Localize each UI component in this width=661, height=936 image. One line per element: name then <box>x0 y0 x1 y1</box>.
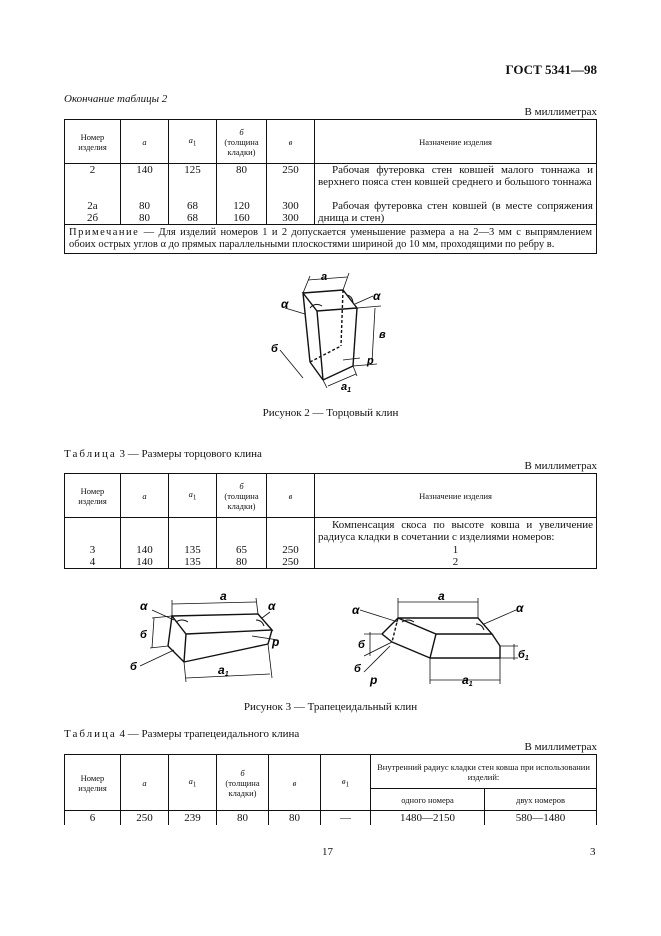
col-a: а <box>120 754 169 811</box>
label-b: б <box>140 629 148 641</box>
figure-3-caption: Рисунок 3 — Трапецеидальный клин <box>243 701 418 713</box>
figure-3-trapezoidal-wedge-right: а α α б б1 б р а1 <box>352 589 529 688</box>
figure-2-caption: Рисунок 2 — Торцовый клин <box>262 407 399 419</box>
table-note-row: Примечание — Для изделий номеров 1 и 2 д… <box>64 224 597 254</box>
label-a1: а1 <box>341 381 351 393</box>
table2-unit: В миллиметрах <box>524 106 597 118</box>
label-a: а <box>220 589 227 603</box>
col-b: б(толщина кладки) <box>216 119 267 164</box>
label-alpha: α <box>140 599 148 613</box>
label-alpha: α <box>268 599 276 613</box>
table-row: 2 140 125 80 250 Рабочая футеровка стен … <box>64 163 597 200</box>
label-b1: б1 <box>518 649 529 662</box>
table-row: 2а 80 68 120 300 Рабочая футеровка стен … <box>64 200 597 225</box>
col-a: а <box>120 473 169 518</box>
label-p: р <box>271 635 279 649</box>
table-3: Номер изделия а а1 б(толщина кладки) в Н… <box>64 473 597 569</box>
table-row: 3 140 135 65 250 1 <box>64 544 597 556</box>
page-number-center: 17 <box>322 846 333 858</box>
label-a1: а1 <box>218 663 229 678</box>
table4-unit: В миллиметрах <box>524 741 597 753</box>
purpose-text: Рабочая футеровка стен ковшей (в месте с… <box>314 200 597 225</box>
col-b: б(толщина кладки) <box>216 473 267 518</box>
col-v1: в1 <box>320 754 371 811</box>
figure-2-end-wedge: а α α в б р а1 <box>271 271 386 393</box>
table-header-row: Номер изделия а а1 б(толщина кладки) в Н… <box>64 473 597 518</box>
label-b: б <box>358 639 366 651</box>
label-a: а <box>321 271 327 283</box>
col-v: в <box>266 119 315 164</box>
col-b: б(толщина кладки) <box>216 754 269 811</box>
col-a1: а1 <box>168 754 217 811</box>
label-b: б <box>271 343 279 355</box>
standard-number: ГОСТ 5341—98 <box>505 62 597 77</box>
table-row: Компенсация скоса по высоте ковша и увел… <box>64 517 597 544</box>
table-2: Номер изделия а а1 б(толщина кладки) в Н… <box>64 119 597 254</box>
table-row: 4 140 135 80 250 2 <box>64 556 597 569</box>
col-a1: а1 <box>168 119 217 164</box>
purpose-text: Компенсация скоса по высоте ковша и увел… <box>314 517 597 544</box>
table3-unit: В миллиметрах <box>524 460 597 472</box>
label-b: б <box>130 661 138 673</box>
col-number: Номер изделия <box>64 473 121 518</box>
table-4: Номер изделия а а1 б(толщина кладки) в в… <box>64 754 597 825</box>
table-3-title: Таблица 3 — Размеры торцового клина <box>64 448 262 460</box>
label-v: в <box>379 329 386 341</box>
table-header-row: Номер изделия а а1 б(толщина кладки) в в… <box>64 754 597 811</box>
label-a1: а1 <box>462 673 473 688</box>
table-note: Примечание — Для изделий номеров 1 и 2 д… <box>64 224 597 254</box>
label-b: б <box>354 663 362 675</box>
col-a: а <box>120 119 169 164</box>
col-v: в <box>266 473 315 518</box>
page-number-right: 3 <box>590 846 596 858</box>
col-two-numbers: двух номеров <box>484 788 597 811</box>
table-4-title: Таблица 4 — Размеры трапецеидального кли… <box>64 728 300 740</box>
col-purpose: Назначение изделия <box>314 119 597 164</box>
table-row: 6 250 239 80 80 — 1480—2150 580—1480 <box>64 810 597 825</box>
label-alpha: α <box>281 297 289 311</box>
col-number: Номер изделия <box>64 754 121 811</box>
table-header-row: одного номера двух номеров <box>65 788 597 811</box>
figure-3-trapezoidal-wedge-left: а α α б р б а1 <box>130 589 279 683</box>
table-header-row: Номер изделия а а1 б(толщина кладки) в Н… <box>64 119 597 164</box>
label-alpha: α <box>516 601 524 615</box>
col-number: Номер изделия <box>64 119 121 164</box>
label-alpha: α <box>352 603 360 617</box>
label-a: а <box>438 589 445 603</box>
col-radius: Внутренний радиус кладки стен ковша при … <box>370 754 597 789</box>
label-p: р <box>366 355 374 367</box>
col-v: в <box>268 754 321 811</box>
col-purpose: Назначение изделия <box>314 473 597 518</box>
purpose-text: Рабочая футеровка стен ковшей малого тон… <box>314 163 597 200</box>
table-continuation-label: Окончание таблицы 2 <box>64 93 168 105</box>
label-alpha: α <box>373 289 381 303</box>
col-a1: а1 <box>168 473 217 518</box>
col-one-number: одного номера <box>370 788 485 811</box>
label-p: р <box>369 673 377 687</box>
